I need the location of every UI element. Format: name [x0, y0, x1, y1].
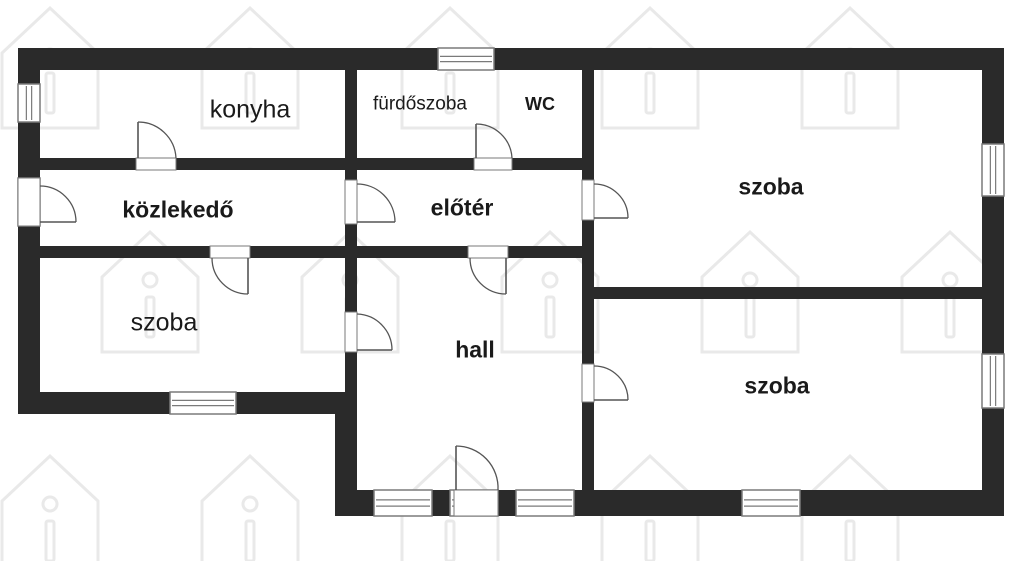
room-label-hall: hall: [455, 336, 495, 363]
door-swing-icon: [209, 245, 251, 295]
door-swing-icon: [344, 179, 396, 225]
wall-segment: [18, 48, 40, 414]
door-swing-icon: [135, 121, 177, 171]
wall-segment: [335, 392, 357, 516]
window-icon: [437, 47, 495, 71]
wall-segment: [594, 287, 982, 299]
door-swing-icon: [467, 245, 509, 295]
door-swing-icon: [344, 311, 393, 353]
room-label-entry: előtér: [430, 194, 494, 221]
watermark-house-icon: [0, 453, 100, 566]
doors: [17, 121, 629, 517]
room-label-room-left: szoba: [130, 308, 198, 337]
window-icon: [17, 83, 41, 123]
room-label-room-bottom-right: szoba: [744, 372, 810, 399]
door-swing-icon: [473, 123, 513, 171]
windows: [17, 47, 1005, 517]
room-label-kitchen: konyha: [209, 95, 291, 124]
window-icon: [981, 353, 1005, 409]
room-label-bathroom: fürdőszoba: [372, 93, 468, 115]
walls: [18, 48, 1004, 516]
door-swing-icon: [17, 177, 77, 227]
window-icon: [169, 391, 237, 415]
room-label-corridor: közlekedő: [122, 196, 234, 223]
wall-segment: [335, 490, 1004, 516]
wall-segment: [982, 48, 1004, 516]
window-icon: [981, 143, 1005, 197]
wall-segment: [582, 68, 594, 490]
door-swing-icon: [581, 363, 629, 403]
wall-segment: [40, 246, 582, 258]
door-swing-icon: [581, 179, 629, 221]
wall-segment: [345, 68, 357, 392]
room-label-wc: WC: [525, 94, 555, 114]
room-label-room-top-right: szoba: [738, 173, 804, 200]
wall-segment: [18, 48, 1004, 70]
window-icon: [515, 489, 575, 517]
door-swing-icon: [453, 445, 499, 517]
window-icon: [373, 489, 433, 517]
watermark-layer: [0, 5, 1000, 566]
window-icon: [741, 489, 801, 517]
watermark-house-icon: [200, 453, 300, 566]
